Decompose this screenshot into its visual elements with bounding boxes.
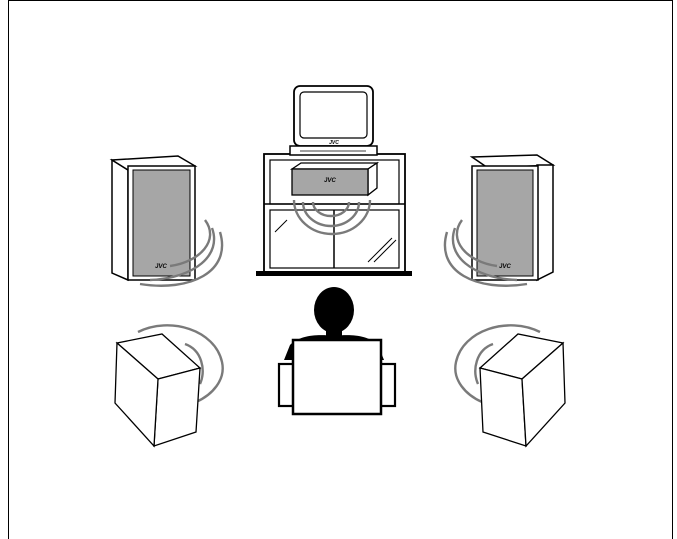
rear-right-speaker-icon [480,334,565,446]
listener-in-chair-icon [279,287,395,414]
television-icon: JVC [290,86,377,155]
center-speaker-logo: JVC [324,178,336,184]
front-left-logo: JVC [155,264,167,270]
front-right-speaker-icon: JVC [472,155,553,280]
rear-left-speaker-icon [115,334,200,446]
front-right-logo: JVC [499,264,511,270]
center-speaker-icon: JVC [292,163,377,195]
tv-logo: JVC [329,140,339,146]
front-left-speaker-icon: JVC [112,156,195,280]
